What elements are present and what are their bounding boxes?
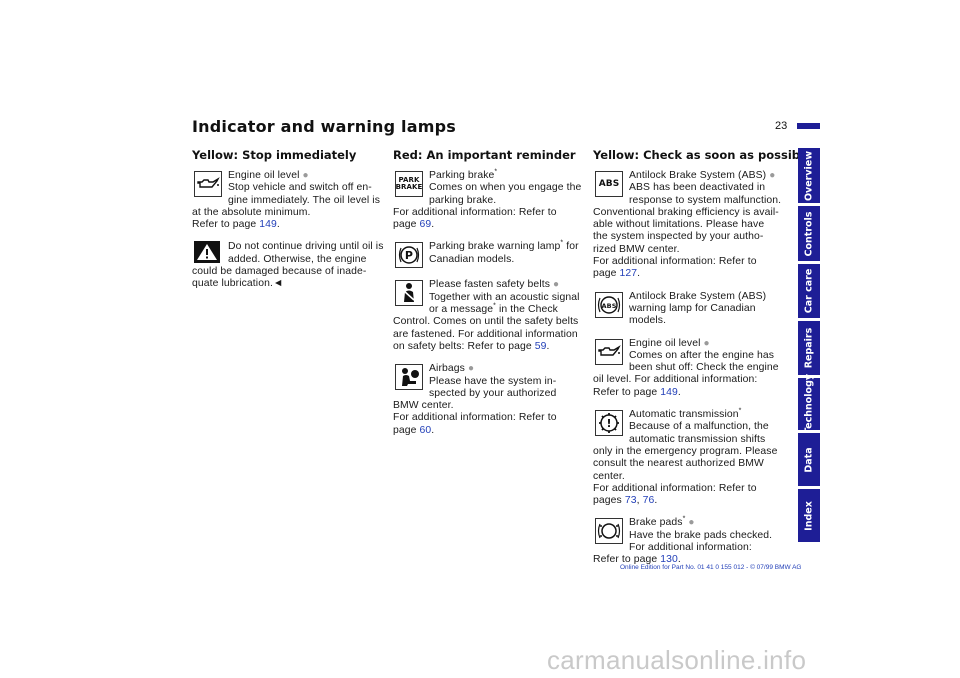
- page-number: 23: [775, 120, 788, 132]
- parking-p-circle-icon: P: [395, 242, 423, 269]
- page-link-59[interactable]: 59: [534, 340, 547, 352]
- brake-pads-icon: [595, 518, 623, 545]
- page-link-76[interactable]: 76: [642, 495, 655, 507]
- page-link-73[interactable]: 73: [624, 495, 637, 507]
- section-heading: Red: An important reminder: [393, 148, 576, 162]
- entry-title: Engine oil level: [228, 170, 300, 181]
- entry-abs: ABS Antilock Brake System (ABS) ● ABS ha…: [593, 170, 782, 280]
- footer-edition-note: Online Edition for Part No. 01 41 0 155 …: [620, 564, 802, 571]
- abs-text-icon: ABS: [595, 171, 623, 197]
- section-heading: Yellow: Stop immediately: [192, 148, 357, 162]
- entry-safety-belts: Please fasten safety belts ● Together wi…: [393, 279, 580, 352]
- page-link-149[interactable]: 149: [660, 386, 678, 398]
- nav-tab-car-care[interactable]: Car care: [798, 264, 820, 318]
- page-title: Indicator and warning lamps: [192, 117, 456, 136]
- page-link-60[interactable]: 60: [419, 424, 432, 436]
- entry-abs-canada: ABS Antilock Brake System (ABS) warning …: [593, 291, 788, 328]
- page-link-130[interactable]: 130: [660, 554, 678, 566]
- column-yellow-check: Yellow: Check as soon as possible ABS An…: [593, 148, 812, 577]
- svg-text:P: P: [405, 249, 413, 262]
- page-link-69[interactable]: 69: [419, 219, 432, 231]
- section-heading: Yellow: Check as soon as possible: [593, 148, 812, 162]
- entry-brake-pads: Brake pads* ● Have the brake pads checke…: [593, 515, 773, 566]
- nav-tab-data[interactable]: Data: [798, 433, 820, 486]
- transmission-exclamation-icon: !: [595, 410, 623, 437]
- watermark: carmanualsonline.info: [547, 645, 807, 675]
- nav-tab-index[interactable]: Index: [798, 489, 820, 542]
- entry-automatic-transmission: ! Automatic transmission* Because of a m…: [593, 407, 778, 507]
- warning-triangle-icon: [194, 241, 220, 264]
- entry-parking-brake-canada: P Parking brake warning lamp* for Canadi…: [393, 240, 588, 269]
- svg-text:ABS: ABS: [602, 302, 617, 310]
- entry-engine-oil-level: Engine oil level ● Stop vehicle and swit…: [192, 170, 381, 231]
- page-link-127[interactable]: 127: [619, 268, 638, 280]
- oil-can-icon: [595, 338, 623, 365]
- column-yellow-stop: Yellow: Stop immediately Engine oil leve…: [192, 148, 387, 301]
- end-mark: ◄: [272, 278, 284, 290]
- svg-text:!: !: [606, 417, 611, 430]
- entry-engine-oil-level-check: Engine oil level ● Comes on after the en…: [593, 337, 779, 398]
- nav-tab-overview[interactable]: Overview: [798, 148, 820, 203]
- nav-tab-repairs[interactable]: Repairs: [798, 321, 820, 375]
- airbag-icon: [395, 364, 423, 391]
- nav-tab-technology[interactable]: Technology: [798, 374, 820, 434]
- nav-tab-controls[interactable]: Controls: [798, 206, 820, 261]
- oil-can-icon: [194, 171, 222, 197]
- page-link-149[interactable]: 149: [259, 219, 277, 231]
- status-dot: ●: [302, 170, 309, 181]
- warning-note: Do not continue driving until oil is add…: [192, 241, 384, 290]
- seatbelt-icon: [395, 280, 423, 307]
- abs-circle-icon: ABS: [595, 291, 623, 318]
- entry-airbags: Airbags ● Please have the system in- spe…: [393, 363, 557, 436]
- page-marker-bar: [797, 123, 820, 129]
